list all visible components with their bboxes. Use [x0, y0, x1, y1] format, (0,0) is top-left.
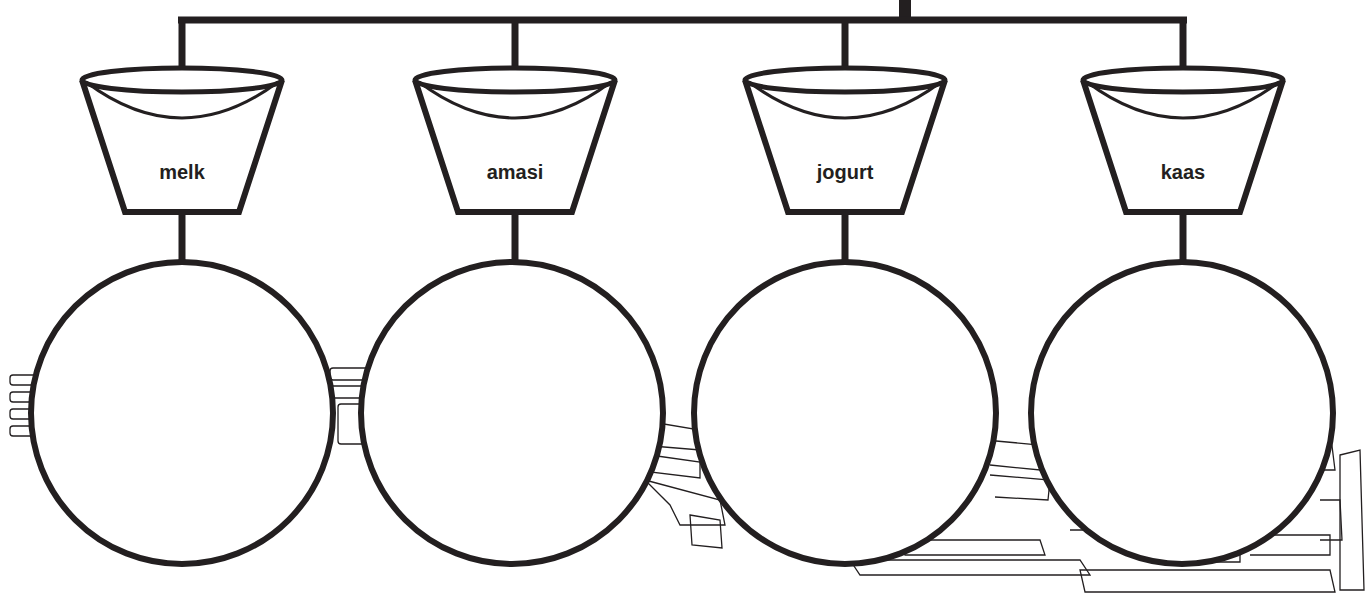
bucket-shape — [412, 64, 618, 216]
bucket-body — [415, 80, 615, 212]
link-line — [1180, 210, 1187, 262]
bucket-body — [1083, 80, 1283, 212]
link-line — [179, 210, 186, 262]
bucket-label: amasi — [412, 160, 618, 184]
drop-line — [179, 20, 186, 68]
bucket-handle — [1087, 82, 1279, 118]
bucket-handle — [419, 82, 611, 118]
tree-lines — [178, 0, 1187, 262]
bucket-node: jogurt — [742, 64, 948, 216]
drop-line — [1180, 20, 1187, 68]
bucket-label: jogurt — [742, 160, 948, 184]
bucket-rim — [745, 68, 945, 92]
answer-circle — [1031, 262, 1333, 564]
link-line — [842, 210, 849, 262]
bucket-body — [82, 80, 282, 212]
answer-circle — [361, 262, 663, 564]
bucket-shape — [79, 64, 285, 216]
bucket-rim — [1083, 68, 1283, 92]
bucket-shape — [742, 64, 948, 216]
bucket-label: kaas — [1080, 160, 1286, 184]
bucket-rim — [82, 68, 282, 92]
answer-circles — [31, 262, 1333, 564]
link-line — [512, 210, 519, 262]
answer-circle — [694, 262, 996, 564]
drop-line — [842, 20, 849, 68]
bucket-rim — [415, 68, 615, 92]
bucket-body — [745, 80, 945, 212]
answer-circle — [31, 262, 333, 564]
bucket-node: melk — [79, 64, 285, 216]
drop-line — [512, 20, 519, 68]
bucket-handle — [86, 82, 278, 118]
bucket-shape — [1080, 64, 1286, 216]
bucket-handle — [749, 82, 941, 118]
bucket-node: kaas — [1080, 64, 1286, 216]
bucket-label: melk — [79, 160, 285, 184]
bucket-node: amasi — [412, 64, 618, 216]
top-bar — [178, 17, 1187, 24]
